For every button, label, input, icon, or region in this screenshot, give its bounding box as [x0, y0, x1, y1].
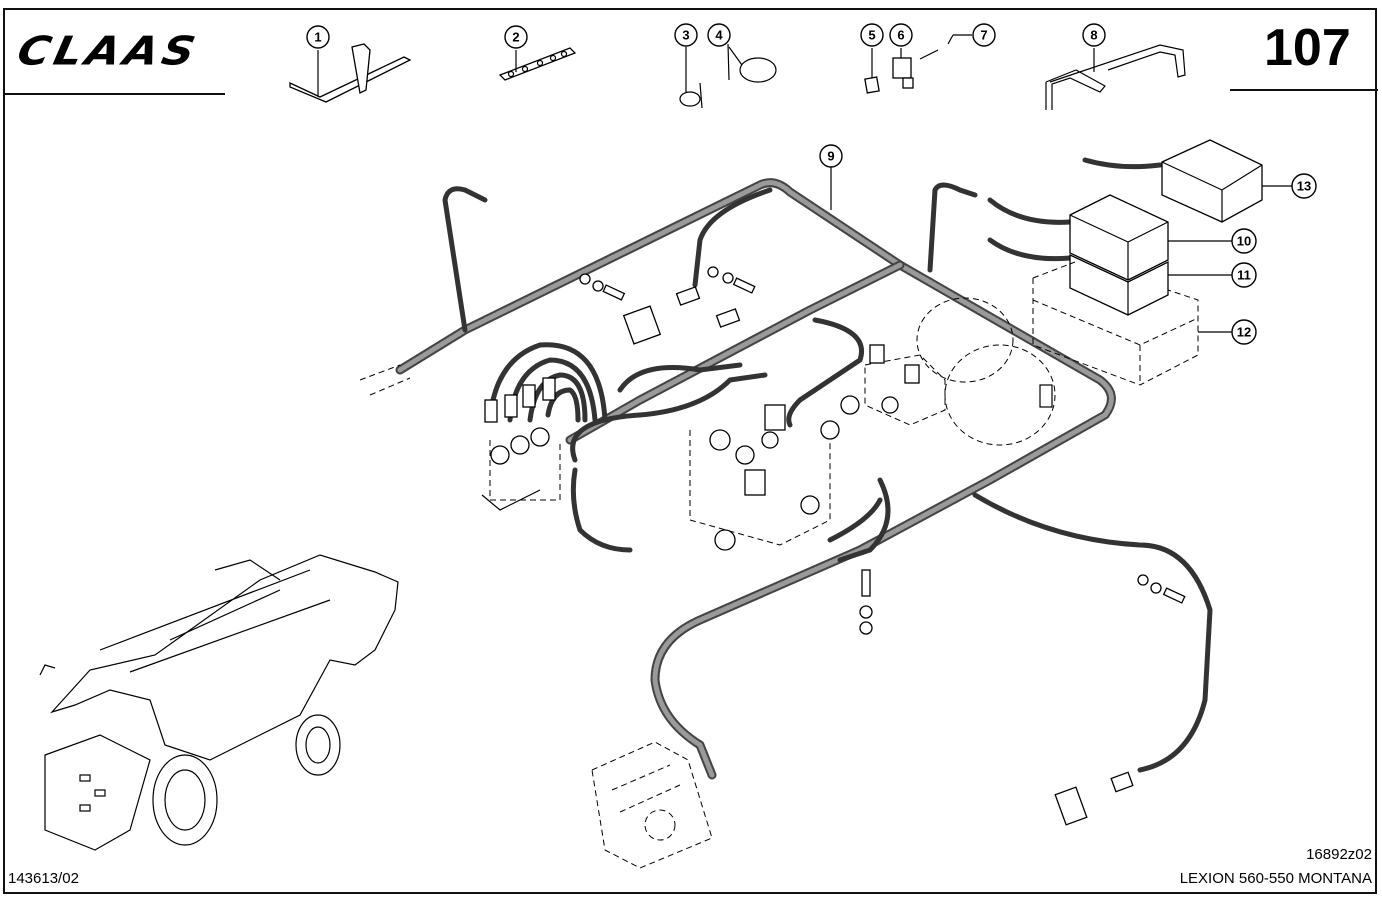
reference-code: 16892z02: [1306, 846, 1372, 863]
combine-harvester-drawing: [39, 554, 399, 851]
callout-11[interactable]: 11: [1168, 262, 1257, 288]
callout-12[interactable]: 12: [1198, 319, 1257, 345]
valve-block-left: [481, 377, 561, 511]
callout-3[interactable]: 3: [674, 23, 698, 47]
callout-5[interactable]: 5: [860, 23, 884, 47]
callout-2[interactable]: 2: [504, 25, 528, 49]
model-name: LEXION 560-550 MONTANA: [1179, 870, 1372, 887]
page-number: 107: [1264, 19, 1351, 77]
callout-1-label: 1: [314, 30, 321, 45]
callout-9[interactable]: 9: [819, 144, 843, 210]
callout-4-label: 4: [715, 28, 723, 43]
part-2-strip-drawing: [498, 47, 577, 81]
callout-11-label: 11: [1237, 268, 1251, 283]
callout-9-label: 9: [827, 149, 834, 164]
callout-7-label: 7: [980, 28, 987, 43]
callout-7[interactable]: 7: [972, 23, 996, 47]
part-3-4-cable-ties-drawing: [679, 43, 777, 109]
sensor-connector-drawing: [1054, 771, 1134, 826]
accumulators-phantom: [916, 297, 1056, 446]
callout-1[interactable]: 1: [306, 25, 330, 49]
callout-2-label: 2: [512, 30, 519, 45]
fasteners-drawing: [579, 266, 1186, 635]
callout-8[interactable]: 8: [1082, 23, 1106, 47]
valve-block-center: [689, 404, 840, 551]
callout-8-label: 8: [1090, 28, 1097, 43]
valve-block-right: [840, 344, 946, 426]
callout-4[interactable]: 4: [707, 23, 731, 47]
drawing-number: 143613/02: [8, 870, 79, 887]
page-number-underline: [1230, 89, 1378, 91]
logo-underline: [5, 93, 225, 95]
callout-13-label: 13: [1297, 179, 1311, 194]
callout-13[interactable]: 13: [1262, 173, 1317, 199]
callout-5-label: 5: [868, 28, 875, 43]
junction-boxes-drawing: [1032, 139, 1263, 386]
part-8-bracket-drawing: [1045, 44, 1186, 110]
callout-6[interactable]: 6: [889, 23, 913, 47]
callout-6-label: 6: [897, 28, 904, 43]
control-panel-phantom: [591, 741, 713, 869]
callout-3-label: 3: [682, 28, 689, 43]
part-9-harness-drawing: [359, 157, 1213, 780]
callout-10[interactable]: 10: [1168, 228, 1257, 254]
callout-12-label: 12: [1237, 325, 1251, 340]
callout-10-label: 10: [1237, 234, 1251, 249]
drawing-frame: [3, 8, 1377, 894]
part-1-bracket-drawing: [289, 43, 412, 103]
part-5-6-7-connector-drawing: [864, 34, 972, 94]
